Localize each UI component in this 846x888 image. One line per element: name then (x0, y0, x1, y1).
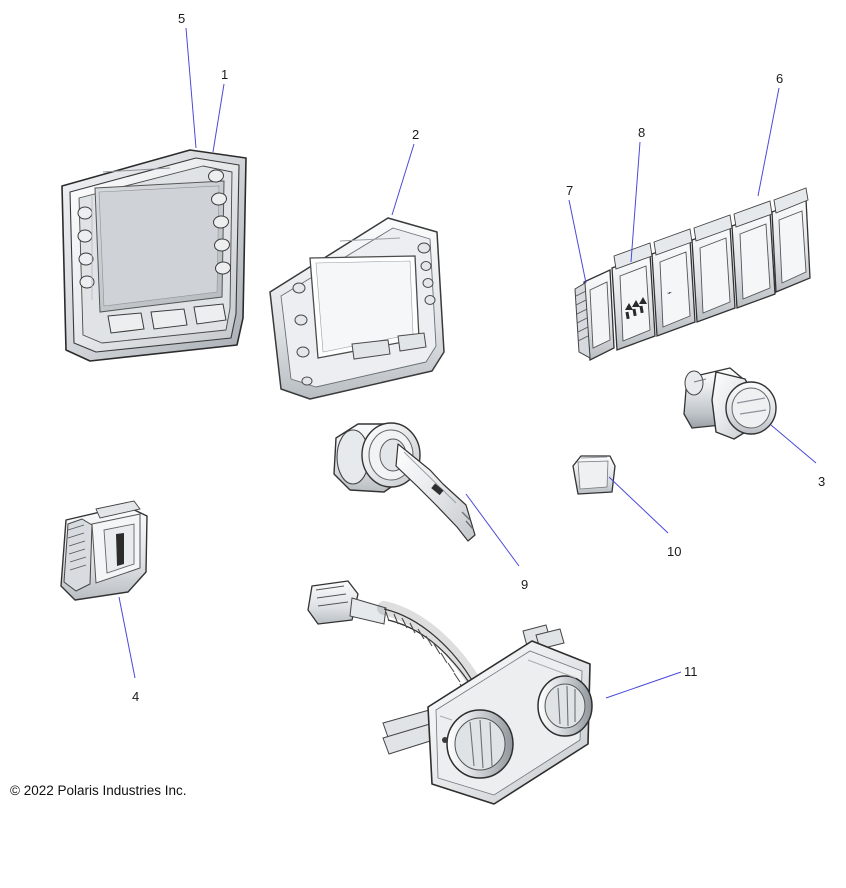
leader-callout-8 (630, 141, 641, 263)
svg-text:⌁: ⌁ (666, 288, 674, 298)
leader-callout-7 (568, 199, 587, 284)
part-rocker-switch-bank: ⌁ (651, 187, 811, 337)
part-single-rocker-switch (60, 500, 148, 601)
callout-1: 1 (221, 67, 229, 82)
leader-callout-11 (605, 671, 682, 699)
leader-callout-1 (212, 83, 225, 153)
part-display-gauge-assembly (61, 149, 247, 362)
part-power-outlet-socket (683, 367, 777, 440)
part-switch-blank-cap (572, 455, 616, 495)
callout-10: 10 (667, 544, 682, 559)
part-ignition-switch-with-key (333, 422, 476, 542)
callout-3: 3 (818, 474, 826, 489)
leader-callout-6 (757, 87, 780, 197)
callout-2: 2 (412, 127, 420, 142)
callout-5: 5 (178, 11, 186, 26)
leader-callout-9 (465, 493, 520, 567)
part-rocker-switch-hazard (611, 242, 656, 351)
callout-7: 7 (566, 183, 574, 198)
callout-4: 4 (132, 689, 140, 704)
leader-callout-10 (608, 476, 669, 534)
leader-callout-5 (185, 27, 197, 149)
leader-callout-4 (118, 596, 136, 679)
callout-8: 8 (638, 125, 646, 140)
copyright-notice: © 2022 Polaris Industries Inc. (10, 783, 187, 798)
callout-leader-lines (118, 27, 817, 699)
hazard-symbol-icon (625, 297, 647, 320)
part-heater-control-panel (307, 580, 593, 805)
callout-6: 6 (776, 71, 784, 86)
callout-11: 11 (684, 664, 698, 679)
part-display-mounting-bracket (269, 217, 445, 400)
leader-callout-3 (770, 424, 817, 464)
leader-callout-2 (391, 143, 415, 216)
callout-9: 9 (521, 577, 529, 592)
part-rocker-switch-left (574, 269, 615, 362)
